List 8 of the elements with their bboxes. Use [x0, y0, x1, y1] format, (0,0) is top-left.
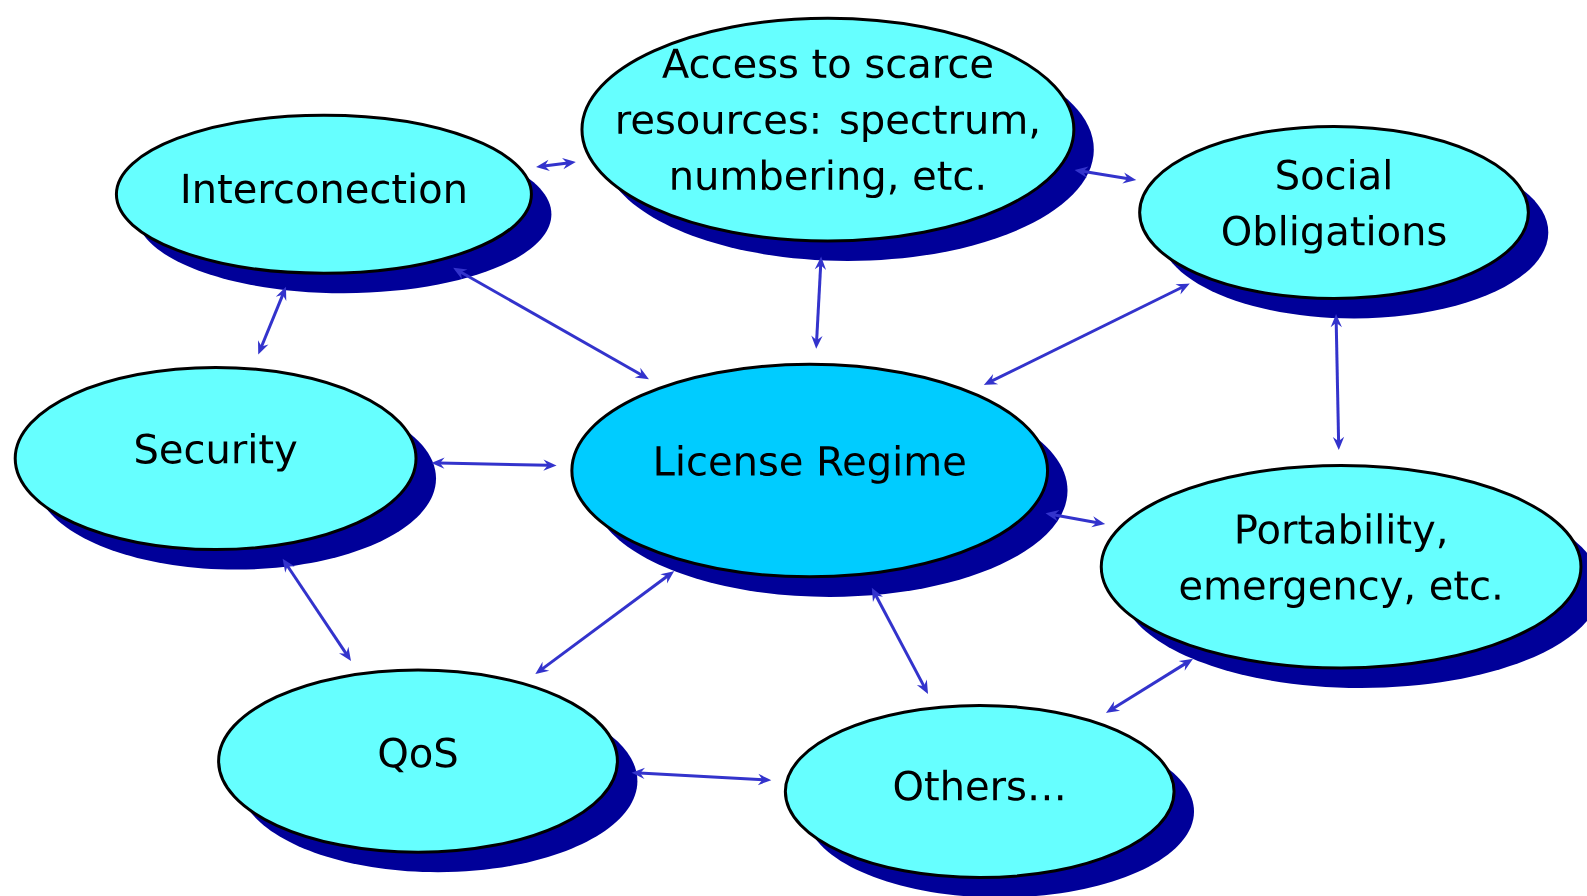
ellipse-node: License Regime	[570, 362, 1068, 597]
ellipse-node: Security	[13, 365, 436, 570]
ellipse-node: Social Obligations	[1138, 124, 1549, 319]
ellipse-node: Access to scarce resources: spectrum, numbering, etc.	[580, 16, 1094, 261]
ellipse-node: Interconection	[114, 113, 552, 294]
ellipse-node: QoS	[217, 668, 638, 873]
ellipse-node: Portability, emergency, etc.	[1099, 464, 1587, 688]
ellipse-node: Others…	[783, 703, 1194, 896]
